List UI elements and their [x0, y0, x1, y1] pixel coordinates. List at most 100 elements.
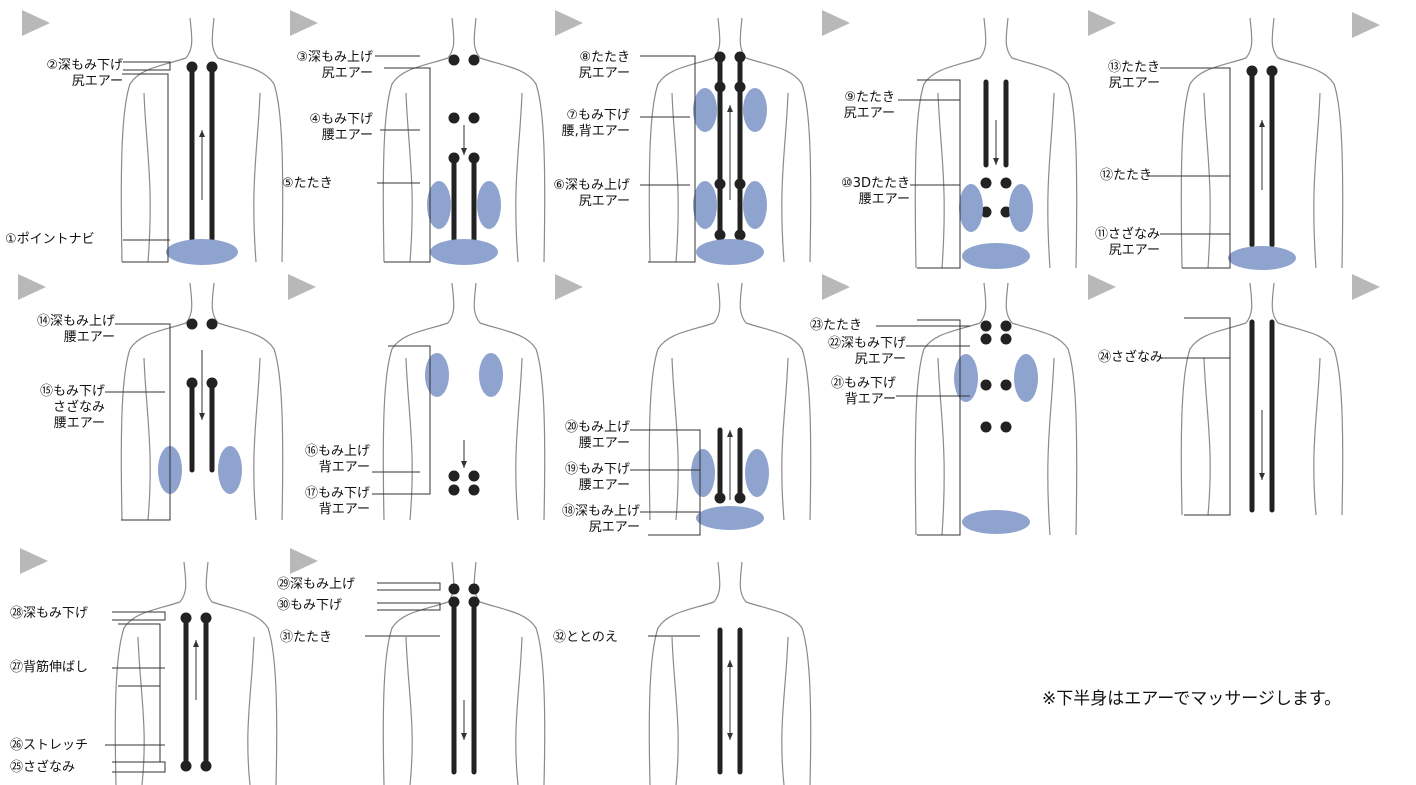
label-27: ㉗背筋伸ばし — [10, 660, 88, 676]
roller-dot-icon — [449, 471, 460, 482]
roller-dot-icon — [715, 493, 726, 504]
air-bag-icon — [693, 88, 717, 132]
body-outline-icon — [406, 93, 412, 262]
body-outline-icon — [474, 18, 480, 58]
roller-dot-icon — [207, 378, 218, 389]
body-outline-icon — [516, 637, 522, 785]
roller-dot-icon — [181, 613, 192, 624]
air-bag-icon — [477, 181, 501, 229]
track-arrow-icon — [727, 733, 733, 740]
play-triangle-icon — [22, 10, 50, 36]
roller-dot-icon — [735, 179, 746, 190]
body-outline-icon — [1006, 283, 1012, 323]
body-outline-icon — [448, 562, 454, 602]
play-triangle-icon — [1088, 274, 1116, 300]
label-17: ⑰もみ下げ背エアー — [275, 486, 370, 518]
body-outline-icon — [474, 283, 480, 323]
roller-dot-icon — [469, 55, 480, 66]
roller-dot-icon — [735, 52, 746, 63]
body-outline-icon — [714, 562, 720, 602]
label-12: ⑫たたき — [1100, 168, 1152, 184]
body-outline-icon — [782, 93, 788, 262]
track-arrow-icon — [727, 660, 733, 667]
track-arrow-icon — [993, 158, 999, 165]
track-arrow-icon — [193, 640, 199, 647]
body-outline-icon — [383, 602, 448, 785]
roller-dot-icon — [469, 471, 480, 482]
body-outline-icon — [115, 602, 180, 785]
roller-dot-icon — [715, 52, 726, 63]
body-outline-icon — [186, 283, 192, 323]
air-bag-icon — [696, 506, 764, 530]
roller-dot-icon — [981, 380, 992, 391]
body-outline-icon — [714, 283, 720, 323]
air-bag-icon — [959, 184, 983, 232]
roller-dot-icon — [735, 493, 746, 504]
body-outline-icon — [212, 283, 218, 323]
play-triangle-icon — [555, 274, 583, 300]
roller-dot-icon — [1247, 66, 1258, 77]
body-outline-icon — [406, 637, 412, 785]
roller-dot-icon — [187, 319, 198, 330]
bracket-line — [384, 68, 430, 262]
bracket-line — [112, 762, 165, 772]
air-bag-icon — [962, 243, 1030, 269]
label-11: ⑪さざなみ尻エアー — [1065, 227, 1160, 259]
label-23: ㉓たたき — [810, 318, 862, 334]
roller-dot-icon — [469, 597, 480, 608]
bracket-line — [377, 603, 440, 610]
air-bag-icon — [1014, 354, 1038, 402]
roller-dot-icon — [201, 761, 212, 772]
label-2: ②深もみ下げ尻エアー — [13, 58, 123, 90]
label-29: ㉙深もみ上げ — [277, 577, 355, 593]
label-25: ㉕さざなみ — [10, 760, 75, 776]
body-outline-icon — [254, 358, 260, 520]
label-16: ⑯もみ上げ背エアー — [275, 444, 370, 476]
air-bag-icon — [425, 353, 449, 397]
label-24: ㉔さざなみ — [1098, 350, 1163, 366]
body-outline-icon — [1204, 93, 1210, 268]
air-bag-icon — [218, 446, 242, 494]
roller-dot-icon — [449, 597, 460, 608]
air-bag-icon — [954, 354, 978, 402]
body-outline-icon — [206, 562, 212, 602]
air-bag-icon — [1228, 246, 1296, 270]
body-outline-icon — [938, 358, 944, 535]
label-1: ①ポイントナビ — [5, 232, 95, 248]
track-arrow-icon — [727, 430, 733, 437]
roller-dot-icon — [1001, 321, 1012, 332]
body-outline-icon — [480, 58, 545, 262]
body-outline-icon — [740, 562, 746, 602]
roller-dot-icon — [187, 62, 198, 73]
label-32: ㉜ととのえ — [553, 630, 618, 646]
body-outline-icon — [448, 283, 454, 323]
roller-dot-icon — [201, 613, 212, 624]
roller-dot-icon — [735, 82, 746, 93]
body-outline-icon — [144, 93, 150, 262]
play-triangle-icon — [1352, 12, 1380, 38]
body-outline-icon — [915, 323, 980, 535]
air-bag-icon — [962, 510, 1030, 534]
roller-dot-icon — [187, 378, 198, 389]
body-outline-icon — [672, 93, 678, 262]
label-9: ⑨たたき尻エアー — [800, 90, 895, 122]
play-triangle-icon — [18, 274, 46, 300]
play-triangle-icon — [1352, 274, 1380, 300]
play-triangle-icon — [290, 548, 318, 574]
body-outline-icon — [186, 18, 192, 58]
roller-dot-icon — [1267, 66, 1278, 77]
body-outline-icon — [1246, 18, 1252, 58]
track-arrow-icon — [1259, 120, 1265, 127]
body-outline-icon — [383, 323, 448, 520]
body-outline-icon — [1048, 93, 1054, 268]
bracket-line — [123, 62, 170, 70]
body-outline-icon — [1246, 283, 1252, 323]
roller-dot-icon — [715, 179, 726, 190]
roller-dot-icon — [1001, 178, 1012, 189]
air-bag-icon — [166, 239, 238, 265]
label-3: ③深もみ上げ尻エアー — [278, 50, 373, 82]
air-bag-icon — [1009, 184, 1033, 232]
label-18: ⑱深もみ上げ尻エアー — [530, 504, 640, 536]
air-bag-icon — [691, 449, 715, 497]
